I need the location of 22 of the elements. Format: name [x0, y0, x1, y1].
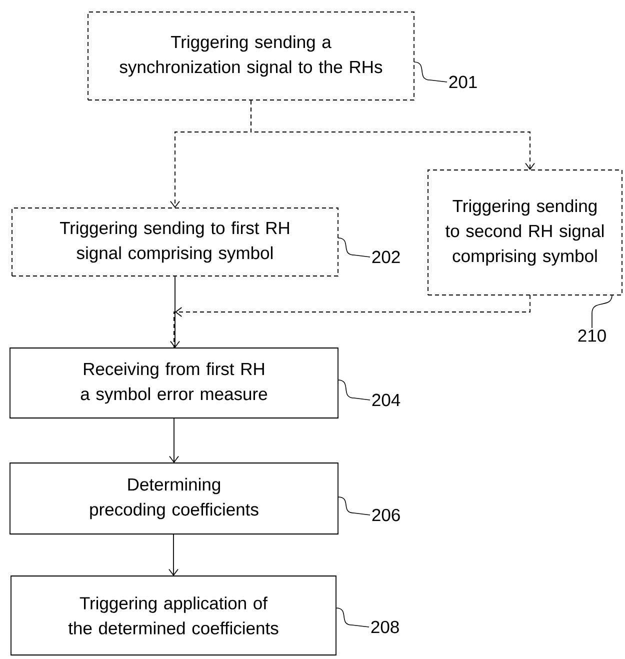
reference-number: 210 — [578, 329, 606, 342]
arrow — [170, 276, 180, 348]
arrow — [169, 418, 179, 463]
process-box: Receiving from first RH a symbol error measure — [10, 348, 338, 418]
reference-number: 204 — [372, 394, 400, 406]
reference-number: 201 — [449, 76, 477, 88]
arrow — [168, 534, 178, 576]
reference-number: 208 — [371, 620, 399, 634]
leader-line — [592, 294, 612, 328]
process-box: Triggering sending to first RH signal comprising symbol — [12, 208, 338, 276]
leader-line — [414, 62, 448, 82]
arrow — [250, 100, 535, 170]
process-box: Triggering sending a synchronization signal to the RHs — [88, 12, 414, 100]
leader-line — [338, 380, 370, 400]
leader-line — [336, 608, 370, 628]
leader-line — [338, 496, 370, 516]
process-box: Triggering application of the determined coefficients — [10, 576, 336, 656]
reference-number: 206 — [372, 508, 400, 522]
process-box: Triggering sending to second RH signal comprising symbol — [428, 170, 622, 296]
reference-number: 202 — [372, 250, 400, 264]
process-box: Determining precoding coefficients — [10, 462, 338, 534]
leader-line — [338, 238, 370, 258]
